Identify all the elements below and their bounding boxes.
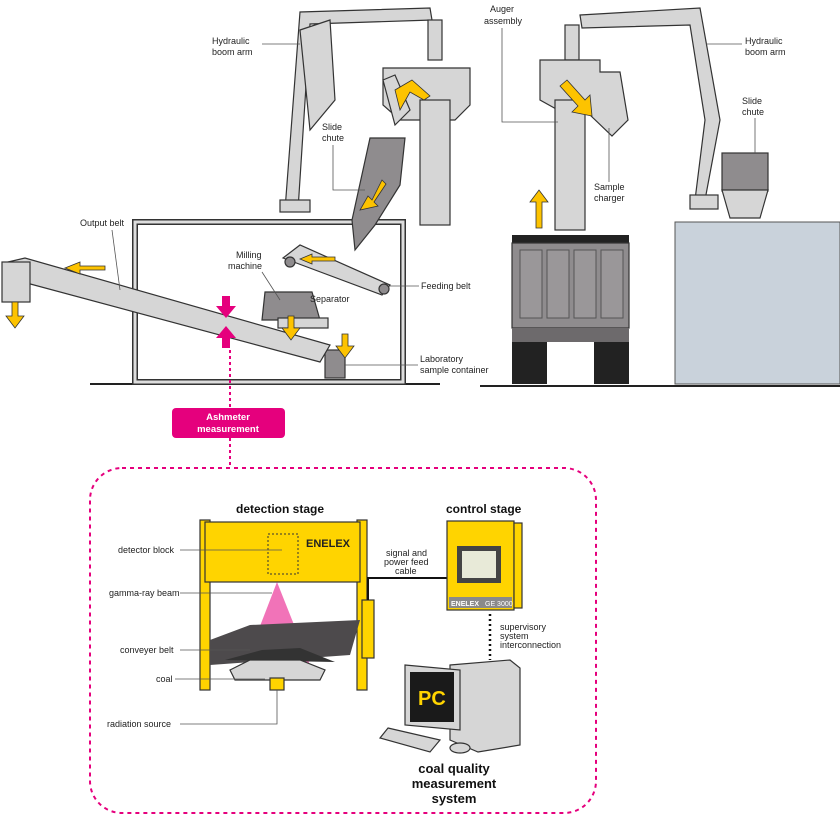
sampling-station-right bbox=[511, 7, 840, 385]
hydraulic-boom-arm-left bbox=[279, 7, 443, 213]
control-cabinet: ENELEX GE 3000 bbox=[446, 520, 523, 611]
separator bbox=[277, 317, 329, 329]
mouse bbox=[449, 742, 471, 754]
flow-arrow-sample bbox=[559, 79, 593, 117]
storage-silo bbox=[674, 152, 840, 385]
detector-block bbox=[267, 533, 299, 575]
pc-workstation: PC bbox=[378, 659, 521, 754]
label-detector-block: detector block bbox=[118, 545, 175, 555]
cabinet-brand: ENELEX bbox=[451, 601, 479, 608]
radiation-source bbox=[269, 677, 285, 691]
cabinet-model: GE 3000 bbox=[485, 601, 513, 608]
label-feeding-belt: Feeding belt bbox=[421, 281, 471, 291]
feeding-belt bbox=[281, 244, 391, 296]
measurement-arrow-down bbox=[216, 296, 236, 318]
pc-screen-label: PC bbox=[418, 688, 446, 710]
detection-stage-title: detection stage bbox=[236, 502, 324, 516]
flow-arrow-up bbox=[529, 189, 549, 229]
auger-assembly-right bbox=[539, 59, 629, 231]
measurement-arrow-up bbox=[216, 326, 236, 348]
label-radiation-source: radiation source bbox=[107, 719, 171, 729]
truck bbox=[511, 235, 630, 384]
detection-unit: ENELEX bbox=[199, 519, 375, 691]
sampling-station-left bbox=[1, 7, 471, 385]
label-coal: coal bbox=[156, 674, 173, 684]
ashmeter-badge bbox=[172, 408, 285, 438]
label-gamma-ray-beam: gamma-ray beam bbox=[109, 588, 180, 598]
control-stage-title: control stage bbox=[446, 502, 522, 516]
measurement-system-box bbox=[89, 467, 597, 814]
coal bbox=[225, 648, 335, 662]
hydraulic-boom-arm-right bbox=[564, 7, 721, 210]
slide-chute-right bbox=[721, 152, 769, 192]
label-output-belt: Output belt bbox=[80, 218, 125, 228]
label-separator: Separator bbox=[310, 294, 350, 304]
conveyor-belt bbox=[210, 620, 360, 665]
signal-cable bbox=[367, 577, 447, 600]
label-conveyer-belt: conveyer belt bbox=[120, 645, 174, 655]
enelex-logo: ENELEX bbox=[306, 538, 351, 550]
keyboard bbox=[378, 727, 442, 753]
laboratory-sample-container bbox=[324, 349, 346, 379]
flow-arrows-left bbox=[5, 79, 431, 359]
